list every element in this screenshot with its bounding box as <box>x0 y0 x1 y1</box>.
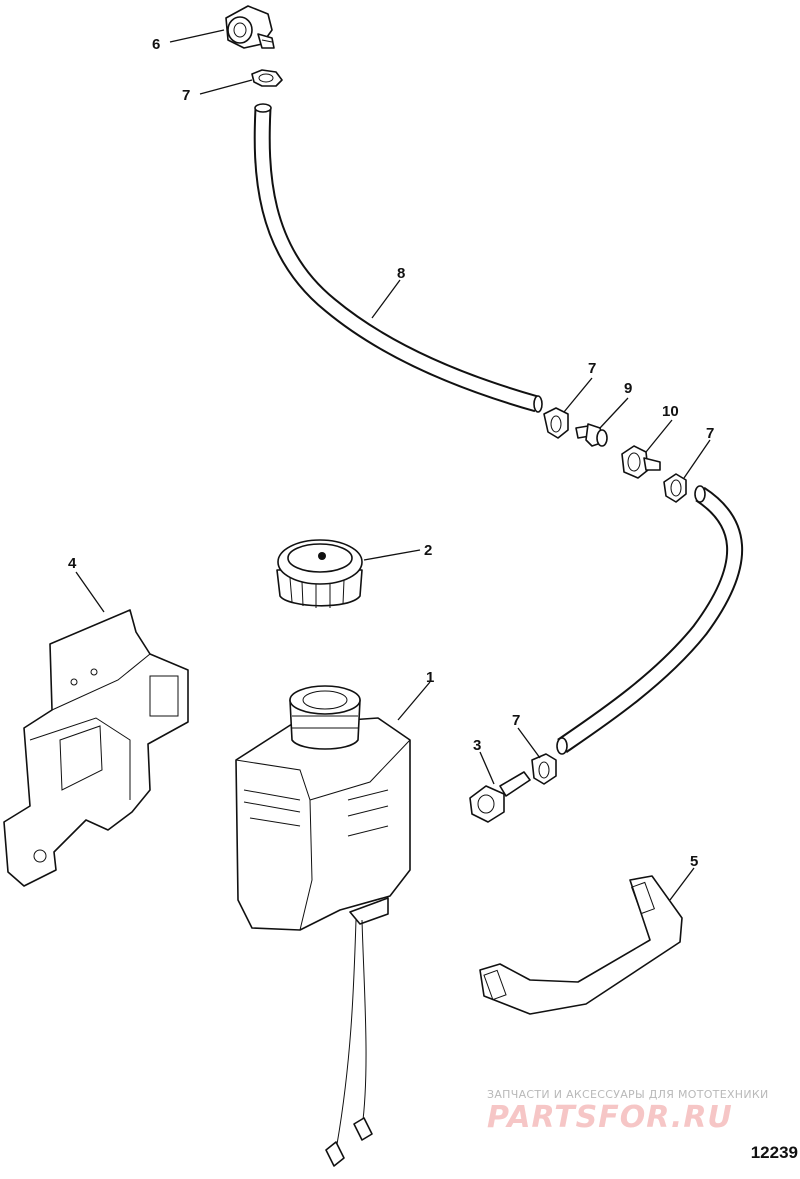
callout-8: 8 <box>397 265 405 282</box>
leader-7-lower <box>517 727 541 759</box>
leader-3 <box>479 751 495 785</box>
leader-5 <box>669 867 695 901</box>
sensor-wires <box>325 919 373 1167</box>
elbow-fitting-part-6 <box>225 5 275 49</box>
hose-clamp-part-7-top <box>251 69 283 87</box>
strap-part-5 <box>479 875 683 1015</box>
hose-part-8 <box>253 103 543 413</box>
leader-9 <box>599 397 629 429</box>
hose-clamp-part-7-lower <box>531 753 557 785</box>
callout-7-right: 7 <box>706 425 714 442</box>
reservoir-part-1 <box>235 685 411 931</box>
leader-7-mid <box>563 377 593 413</box>
leader-4 <box>75 571 105 613</box>
callout-7-top: 7 <box>182 87 190 104</box>
callout-2: 2 <box>424 542 432 559</box>
bracket-part-4 <box>3 609 189 887</box>
leader-6 <box>169 29 225 43</box>
callout-5: 5 <box>690 853 698 870</box>
reservoir-cap-part-2 <box>276 539 363 608</box>
watermark-tagline: ЗАПЧАСТИ И АКСЕССУАРЫ ДЛЯ МОТОТЕХНИКИ <box>487 1088 769 1101</box>
leader-10 <box>645 419 673 453</box>
fitting-part-10 <box>621 445 661 479</box>
leader-7-top <box>199 79 253 95</box>
callout-1: 1 <box>426 669 434 686</box>
watermark-logo: PARTSFOR.RU <box>487 1100 733 1135</box>
callout-4: 4 <box>68 555 77 572</box>
hose-clamp-part-7-mid <box>543 407 569 439</box>
leader-2 <box>363 549 421 561</box>
callout-7-mid: 7 <box>588 360 596 377</box>
callout-10: 10 <box>662 403 679 420</box>
hose-clamp-part-7-right <box>663 473 687 503</box>
leader-8 <box>371 279 401 319</box>
leader-7-right <box>683 439 711 479</box>
figure-number: 12239 <box>750 1143 798 1162</box>
hose-lower <box>556 485 743 755</box>
leader-1 <box>397 681 431 721</box>
fitting-part-9 <box>575 423 608 447</box>
callout-7-lower: 7 <box>512 712 520 729</box>
fitting-part-3 <box>469 771 531 823</box>
callout-9: 9 <box>624 380 632 397</box>
callout-6: 6 <box>152 36 160 53</box>
callout-3: 3 <box>473 737 481 754</box>
